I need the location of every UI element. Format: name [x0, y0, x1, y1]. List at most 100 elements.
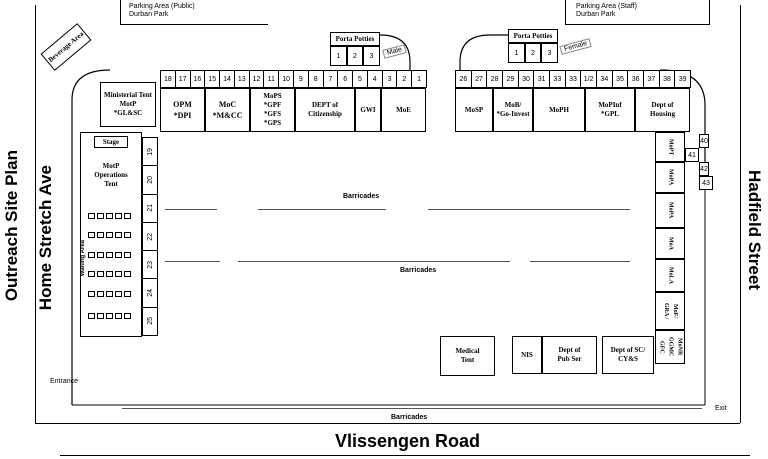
waiting-seat — [124, 291, 131, 297]
tent-moe: MoE — [381, 88, 426, 132]
top-stall-number: 31 — [533, 70, 550, 88]
waiting-seat — [106, 313, 113, 319]
top-stall-number: 35 — [611, 70, 629, 88]
top-stall-number: 34 — [596, 70, 613, 88]
left-stall-number: 19 — [142, 137, 158, 167]
waiting-seat — [97, 213, 104, 219]
right-tent: MoF/ GRA / — [655, 292, 685, 330]
barricade-line-1a — [165, 209, 217, 210]
waiting-seat — [88, 313, 95, 319]
porta-right-stall-1: 1 — [508, 43, 525, 63]
waiting-seat — [97, 313, 104, 319]
right-stall-number: 40 — [699, 134, 709, 148]
porta-right-stall-2: 2 — [525, 43, 541, 63]
barricade-line-1c — [428, 209, 630, 210]
parking-public-label: Parking Area (Public) — [129, 3, 195, 10]
barricade-line-1b — [258, 209, 386, 210]
tent-dept-pub-ser: Dept of Pub Ser — [542, 336, 597, 374]
operations-tent: MotP Operations Tent — [83, 150, 139, 200]
top-stall-number: 1/2 — [580, 70, 597, 88]
exit-label: Exit — [715, 405, 727, 412]
porta-right-title: Porta Potties — [513, 31, 553, 40]
top-stall-number: 38 — [658, 70, 676, 88]
home-stretch-ave-label: Home Stretch Ave — [36, 165, 55, 311]
waiting-seat — [88, 271, 95, 277]
waiting-seat — [106, 213, 113, 219]
right-tent: MoNR GGMC GFC — [655, 330, 685, 364]
top-stall-number: 36 — [627, 70, 644, 88]
porta-left-stall-3: 3 — [363, 46, 380, 66]
waiting-seat — [106, 252, 113, 258]
tent-moph: MoPH — [533, 88, 585, 132]
waiting-seat — [115, 291, 122, 297]
right-stall-number: 43 — [699, 176, 713, 190]
tent-dept-housing: Dept of Housing — [635, 88, 690, 132]
barricade-line-2c — [530, 261, 630, 262]
hadfield-street-label: Hadfield Street — [745, 170, 764, 290]
waiting-seat — [106, 271, 113, 277]
top-stall-number: 5 — [352, 70, 368, 88]
waiting-seat — [97, 252, 104, 258]
top-stall-number: 17 — [174, 70, 191, 88]
right-tent: MoA — [655, 228, 685, 259]
waiting-seat — [97, 232, 104, 238]
top-stall-number: 4 — [366, 70, 383, 88]
left-stall-number: 23 — [142, 250, 158, 280]
waiting-seat — [88, 291, 95, 297]
waiting-seat — [88, 252, 95, 258]
left-stall-number: 21 — [142, 193, 158, 223]
durban-park-right-label: Durban Park — [576, 11, 616, 18]
waiting-seat — [115, 252, 122, 258]
porta-potties-left-title: Porta Potties — [330, 32, 380, 46]
bottom-border — [35, 423, 740, 424]
stage: Stage — [94, 136, 128, 148]
parking-staff-area: Parking Area (Staff) Durban Park — [565, 0, 710, 25]
parking-public-area: Parking Area (Public) Durban Park — [120, 0, 268, 25]
left-stall-number: 22 — [142, 221, 158, 252]
top-stall-number: 10 — [278, 70, 294, 88]
top-stall-number: 28 — [486, 70, 503, 88]
top-stall-number: 18 — [160, 70, 176, 88]
right-stall-number: 42 — [699, 162, 709, 176]
right-tent: MoLA — [655, 259, 685, 292]
waiting-seat — [97, 271, 104, 277]
tent-gwi: GWI — [355, 88, 381, 132]
top-stall-number: 29 — [502, 70, 519, 88]
tent-mosp: MoSP — [455, 88, 493, 132]
top-stall-number: 37 — [643, 70, 660, 88]
right-tent: MoPA — [655, 162, 685, 193]
top-stall-number: 33 — [549, 70, 566, 88]
operations-block — [80, 132, 142, 337]
tent-nis: NIS — [512, 336, 542, 374]
tent-mopinf: MoPInf *GPL — [585, 88, 635, 132]
top-stall-number: 9 — [293, 70, 309, 88]
entrance-label: Entrance — [50, 378, 79, 385]
top-stall-number: 16 — [189, 70, 206, 88]
top-stall-number: 13 — [233, 70, 250, 88]
tent-opm: OPM *DPI — [160, 88, 205, 132]
barricade-line-2a — [165, 261, 220, 262]
top-stall-number: 27 — [470, 70, 488, 88]
road-line — [60, 455, 750, 456]
barricades-label-3: Barricades — [391, 414, 428, 421]
top-stall-number: 39 — [674, 70, 691, 88]
tent-dept-citizenship: DEPT of Citizenship — [295, 88, 355, 132]
waiting-seat — [115, 313, 122, 319]
waiting-seat — [124, 252, 131, 258]
outreach-site-plan-title: Outreach Site Plan — [2, 150, 21, 302]
top-stall-number: 2 — [396, 70, 413, 88]
waiting-seat — [88, 232, 95, 238]
barricade-line-3 — [122, 408, 702, 409]
waiting-seat — [124, 313, 131, 319]
top-stall-number: 11 — [263, 70, 280, 88]
durban-park-left-label: Durban Park — [129, 11, 169, 18]
top-stall-number: 7 — [322, 70, 339, 88]
ministerial-label: Ministerial Tent MotP *GL&SC — [103, 91, 153, 117]
waiting-seat — [124, 213, 131, 219]
right-tent: MoPT — [655, 132, 685, 162]
waiting-seat — [106, 291, 113, 297]
tent-dept-sc: Dept of SC/ CY&S — [602, 336, 654, 374]
top-stall-number: 3 — [381, 70, 398, 88]
porta-right-stall-3: 3 — [541, 43, 558, 63]
